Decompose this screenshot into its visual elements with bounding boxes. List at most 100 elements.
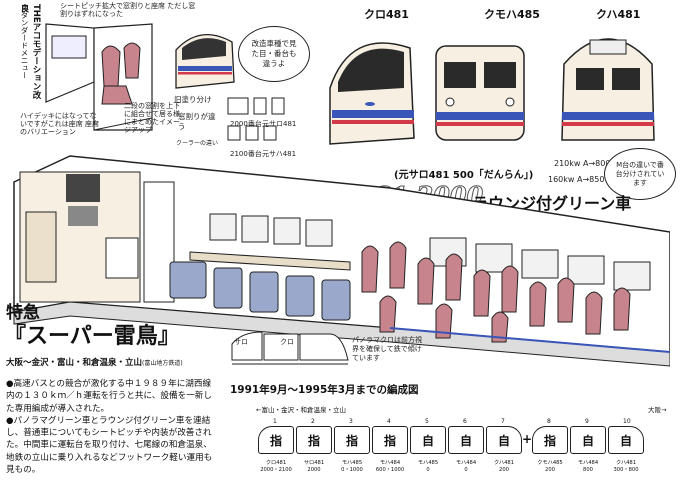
train-kind-label: 特急: [6, 303, 40, 323]
car-number: 7: [501, 418, 505, 425]
car-subseries: 200: [499, 466, 509, 473]
train-label-kuha481: クハ481: [596, 8, 641, 21]
train-name-title: 『スーパー雷鳥』: [4, 323, 180, 349]
car-number: 6: [463, 418, 467, 425]
car-type: モハ484: [379, 460, 401, 466]
kuha-note-850: 160kw A→850: [548, 175, 605, 184]
car-seat-kind: 指: [345, 433, 358, 448]
panorama-note: パノラマクロは前方視界を確保して鉄で傾けています: [352, 336, 422, 362]
formation-mini-diagram: [231, 331, 349, 365]
car-type: モハ484: [455, 460, 477, 466]
car-type: クモハ485: [537, 460, 563, 466]
formation-plus: +: [522, 432, 533, 446]
car-type: クハ481: [493, 460, 515, 466]
modification-bubble-text: 改造車種で見た目・番台も違うよ: [251, 39, 297, 68]
car-subseries: 0・1000: [341, 466, 363, 473]
formation-car: 自: [570, 426, 606, 454]
kuro481-front-illustration: [329, 42, 415, 145]
car-subseries: 0: [464, 466, 468, 473]
car-type: クロ481: [265, 460, 287, 466]
car-type: モハ485: [417, 460, 439, 466]
formation-left-direction: ←富山・金沢・和倉温泉・立山: [256, 406, 346, 414]
highdeck-note: ハイデッキにはなってないですがこれは座席 座席のバリエーション: [20, 112, 100, 136]
window-note: 二段の窓割を上下に組合せて居る様にまとめたイメージアップ: [124, 102, 180, 134]
car-type: サロ481: [303, 460, 325, 466]
car-number: 5: [425, 418, 429, 425]
description-block: ●高速バスとの競合が激化する中１９８９年に湖西線内の１３０ｋｍ／ｈ運転を行うと共…: [6, 378, 216, 476]
cooler-note: クーラーの違い: [176, 140, 219, 147]
car-seat-kind: 自: [459, 433, 472, 448]
formation-car: 指: [296, 426, 332, 454]
car-subseries: 600・1000: [375, 466, 405, 473]
lineup-note-saha: 元サハ481: [262, 150, 297, 158]
car-subseries: 2000: [307, 466, 321, 473]
car-number: 10: [623, 418, 631, 425]
train-label-kumoha485: クモハ485: [484, 8, 540, 21]
car-type: モハ485: [341, 460, 363, 466]
car-cutaway-illustration: [13, 155, 670, 367]
amenity-vertical-title: THEアコモデーション改良 スタンダードメニュー: [2, 4, 42, 104]
car-subseries: 2000・2100: [260, 466, 292, 473]
car-seat-kind: 自: [421, 433, 434, 448]
amenity-title-line1: THEアコモデーション改良: [19, 4, 41, 100]
car-subseries: 0: [426, 466, 430, 473]
formation-car: 指: [532, 426, 568, 454]
formation-car: 指: [258, 426, 294, 454]
car-number: 1: [273, 418, 277, 425]
modification-bubble: 改造車種で見た目・番台も違うよ: [238, 26, 310, 82]
formation-car: 自: [486, 426, 522, 454]
lineup-note-2000: 2000番台: [230, 120, 262, 128]
kumoha485-front-illustration: [435, 45, 525, 141]
formation-title: 1991年9月～1995年3月までの編成図: [230, 384, 419, 396]
train-route-note: (富山地方鉄道): [142, 360, 183, 367]
m-car-bubble: M台の違いで番台分けされています: [604, 148, 676, 200]
car-seat-kind: 自: [581, 433, 594, 448]
car-seat-kind: 指: [543, 433, 556, 448]
legend-saro: サロ: [234, 338, 248, 346]
formation-car: 指: [372, 426, 408, 454]
car-model-subtitle: (元サロ481 500「だんらん」): [394, 170, 534, 181]
formation-car: 自: [410, 426, 446, 454]
formation-car: 自: [608, 426, 644, 454]
old-paint-note: 旧塗り分け: [174, 95, 212, 104]
kuha-note-800: 210kw A→800: [554, 159, 611, 168]
formation-car: 自: [448, 426, 484, 454]
car-seat-kind: 指: [383, 433, 396, 448]
window-pattern-note: 窓割りが違う: [178, 112, 216, 131]
car-number: 3: [349, 418, 353, 425]
car-seat-kind: 指: [269, 433, 282, 448]
window-variation-illustration: [227, 97, 285, 141]
m-car-bubble-text: M台の違いで番台分けされています: [615, 160, 665, 187]
train-route-text: 大阪～金沢・富山・和倉温泉・立山: [6, 358, 143, 368]
train-front-small-illustration: [175, 34, 235, 89]
car-subseries: 800: [583, 466, 593, 473]
car-seat-kind: 自: [619, 433, 632, 448]
train-label-kuro481: クロ481: [364, 8, 409, 21]
description-para-2: ●パノラマグリーン車とラウンジ付グリーン車を連結し、普通車についてもシートピッチ…: [6, 415, 213, 476]
amenity-title-line2: スタンダードメニュー: [20, 4, 29, 79]
seat-interior-illustration: [45, 23, 153, 131]
car-subseries: 200: [545, 466, 555, 473]
car-type: モハ484: [577, 460, 599, 466]
car-type: クハ481: [615, 460, 637, 466]
seat-note: シートピッチ拡大で窓割りと座席 ただし窓割りはずれになった: [60, 2, 196, 18]
formation-car: 指: [334, 426, 370, 454]
legend-kuro: クロ: [280, 338, 294, 346]
formation-right-direction: 大阪→: [648, 406, 667, 414]
car-seat-kind: 指: [307, 433, 320, 448]
train-route: 大阪～金沢・富山・和倉温泉・立山(富山地方鉄道): [6, 356, 183, 368]
car-number: 2: [311, 418, 315, 425]
lineup-note-saro: 元サロ481: [262, 120, 297, 128]
lineup-note-2100: 2100番台: [230, 150, 262, 158]
car-number: 9: [585, 418, 589, 425]
description-para-1: ●高速バスとの競合が激化する中１９８９年に湖西線内の１３０ｋｍ／ｈ運転を行うと共…: [6, 379, 212, 414]
car-subseries: 300・800: [613, 466, 639, 473]
